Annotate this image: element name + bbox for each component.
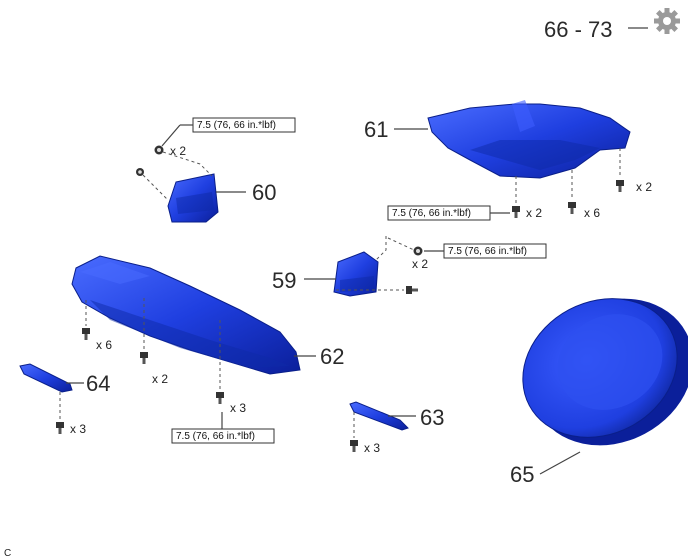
- part-59-bracket: [333, 251, 379, 297]
- part-65-callout: 65: [510, 462, 534, 487]
- torque-spec-box: 7.5 (76, 66 in.*lbf): [387, 205, 491, 221]
- install-path: [142, 174, 169, 201]
- qty-label: x 2: [170, 144, 186, 158]
- qty-label: x 3: [230, 401, 246, 415]
- clip-icon: [82, 328, 90, 340]
- part-59-callout: 59: [272, 268, 296, 293]
- part-61-callout: 61: [364, 117, 388, 142]
- qty-label: x 2: [412, 257, 428, 271]
- figure-code: C: [4, 548, 11, 559]
- install-path: [162, 151, 213, 177]
- install-path: [375, 236, 387, 261]
- part-62-engine-under-cover: [71, 255, 301, 375]
- qty-label: x 3: [70, 422, 86, 436]
- install-path: [387, 237, 415, 251]
- clip-icon: [568, 202, 576, 214]
- clip-icon: [350, 440, 358, 452]
- part-63-callout: 63: [420, 405, 444, 430]
- torque-spec-box: 7.5 (76, 66 in.*lbf): [171, 428, 275, 444]
- bolt-icon: [216, 392, 224, 404]
- torque-leader: [161, 124, 181, 147]
- qty-label: x 2: [526, 206, 542, 220]
- page-range-label: 66 - 73: [544, 17, 613, 42]
- clip-icon: [136, 168, 144, 176]
- qty-label: x 6: [584, 206, 600, 220]
- bolt-icon: [154, 145, 164, 155]
- clip-icon: [56, 422, 64, 434]
- part-64-seal-strip: [19, 363, 73, 393]
- svg-text:7.5 (76, 66 in.*lbf): 7.5 (76, 66 in.*lbf): [392, 208, 471, 219]
- bolt-icon: [413, 246, 423, 256]
- svg-text:7.5 (76, 66 in.*lbf): 7.5 (76, 66 in.*lbf): [448, 246, 527, 257]
- part-64-callout: 64: [86, 371, 110, 396]
- qty-label: x 3: [364, 441, 380, 455]
- part-60-bracket: [167, 173, 219, 223]
- part-65-leader: [539, 451, 581, 475]
- gear-icon: [654, 8, 680, 34]
- part-60-callout: 60: [252, 180, 276, 205]
- bolt-icon: [616, 180, 624, 192]
- bolt-icon: [140, 352, 148, 364]
- qty-label: x 2: [152, 372, 168, 386]
- qty-label: x 2: [636, 180, 652, 194]
- part-61-engine-under-cover: [427, 100, 631, 179]
- svg-text:7.5 (76, 66 in.*lbf): 7.5 (76, 66 in.*lbf): [176, 431, 255, 442]
- qty-label: x 6: [96, 338, 112, 352]
- torque-spec-box: 7.5 (76, 66 in.*lbf): [192, 117, 296, 133]
- part-62-callout: 62: [320, 344, 344, 369]
- svg-text:7.5 (76, 66 in.*lbf): 7.5 (76, 66 in.*lbf): [197, 120, 276, 131]
- bolt-icon: [512, 206, 520, 218]
- torque-spec-box: 7.5 (76, 66 in.*lbf): [443, 243, 547, 259]
- clip-icon: [406, 286, 418, 294]
- part-65-spare-tire: [522, 298, 688, 446]
